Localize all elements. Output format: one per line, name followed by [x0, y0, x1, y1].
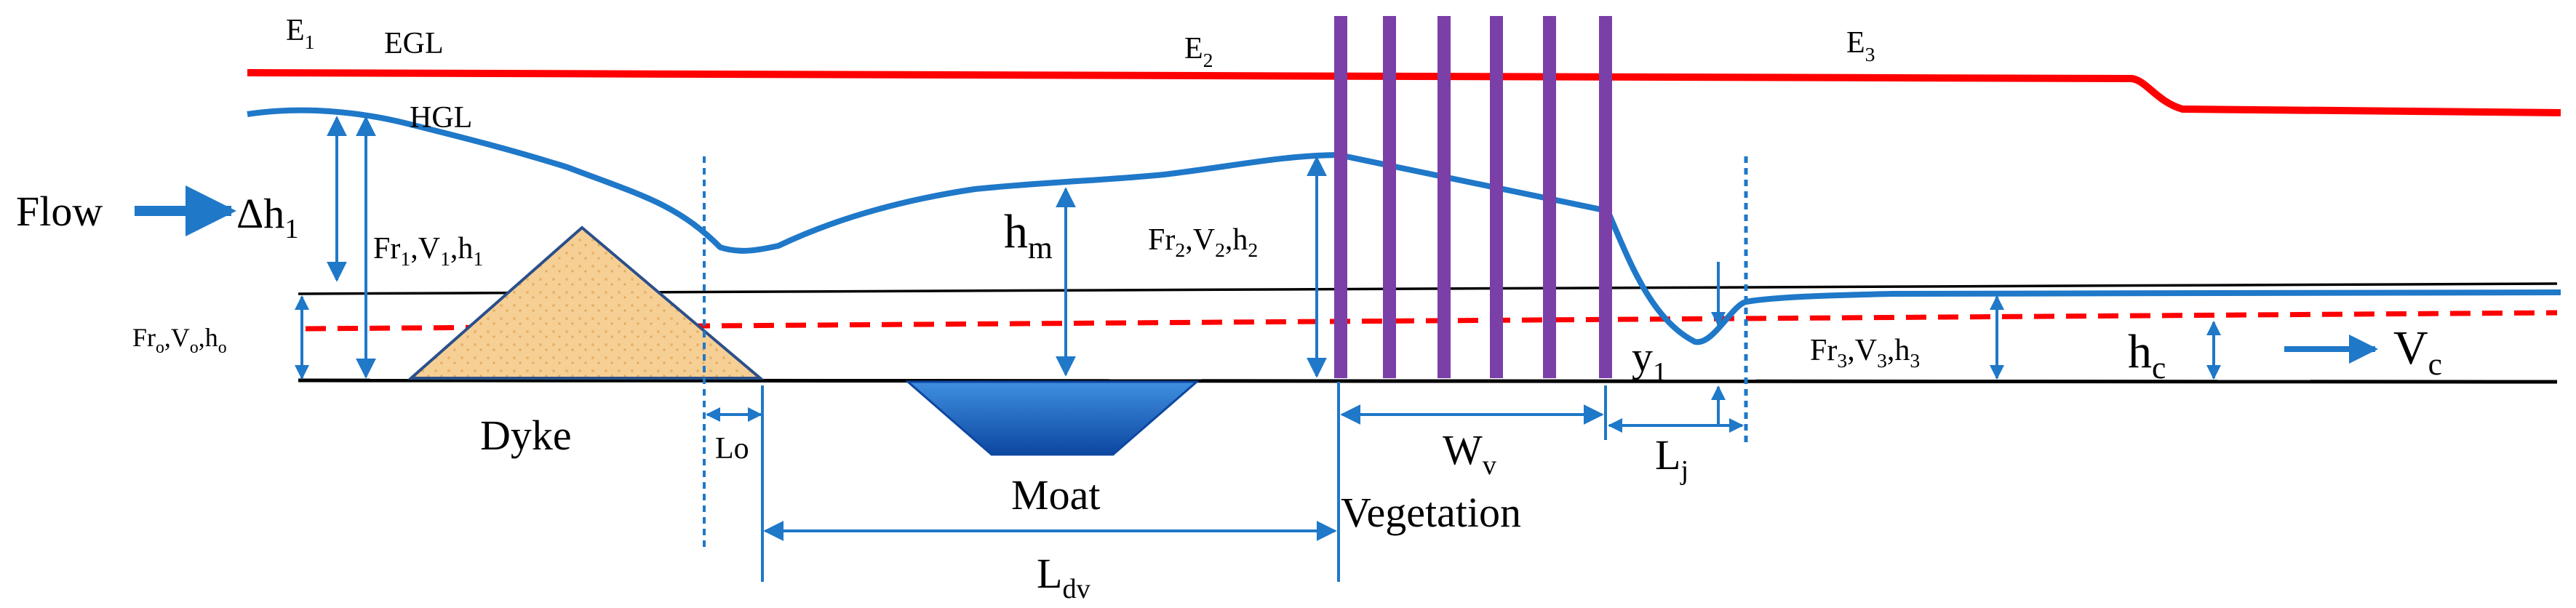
delta-h1-label: Δh1 — [236, 190, 298, 244]
e3-label: E3 — [1846, 26, 1875, 65]
normal-depth-line — [305, 310, 2558, 332]
hm-label: hm — [1004, 205, 1053, 265]
vegetation-stem — [1383, 16, 1396, 378]
vegetation-stem — [1490, 16, 1503, 378]
vegetation-stems — [1334, 16, 1612, 378]
section1-label: Fr1,V1,h1 — [373, 232, 483, 270]
hgl-label: HGL — [410, 101, 472, 135]
vegetation-label: Vegetation — [1341, 489, 1521, 536]
wv-label: Wv — [1443, 426, 1497, 481]
lj-label: Lj — [1655, 431, 1688, 486]
vegetation-stem — [1334, 16, 1347, 378]
hc-label: hc — [2128, 325, 2166, 385]
e2-label: E2 — [1184, 32, 1213, 71]
egl-line — [247, 69, 2561, 116]
e1-label: E1 — [286, 14, 315, 53]
lo-label: Lo — [715, 432, 749, 465]
dyke-label: Dyke — [480, 412, 572, 459]
dyke-shape — [407, 225, 765, 380]
vegetation-stem — [1437, 16, 1451, 378]
section3-label: Fr3,V3,h3 — [1810, 334, 1920, 372]
flow-label: Flow — [16, 188, 103, 235]
moat-shape — [904, 380, 1200, 456]
section2-label: Fr2,V2,h2 — [1148, 223, 1258, 261]
vegetation-stem — [1543, 16, 1556, 378]
vegetation-stem — [1599, 16, 1612, 378]
section0-label: Fro,Vo,ho — [132, 323, 227, 357]
moat-label: Moat — [1011, 471, 1100, 519]
ldv-label: Ldv — [1037, 550, 1091, 604]
hgl-line — [247, 107, 2561, 345]
channel-top-line — [298, 282, 2558, 295]
vc-label: Vc — [2393, 321, 2442, 382]
egl-label: EGL — [384, 27, 444, 60]
y1-label: y1 — [1632, 333, 1667, 388]
channel-bed-line — [298, 378, 2558, 384]
